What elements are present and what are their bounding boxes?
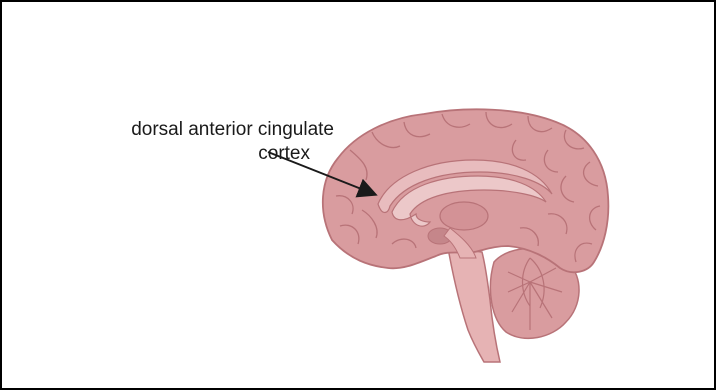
- thalamus: [440, 202, 488, 230]
